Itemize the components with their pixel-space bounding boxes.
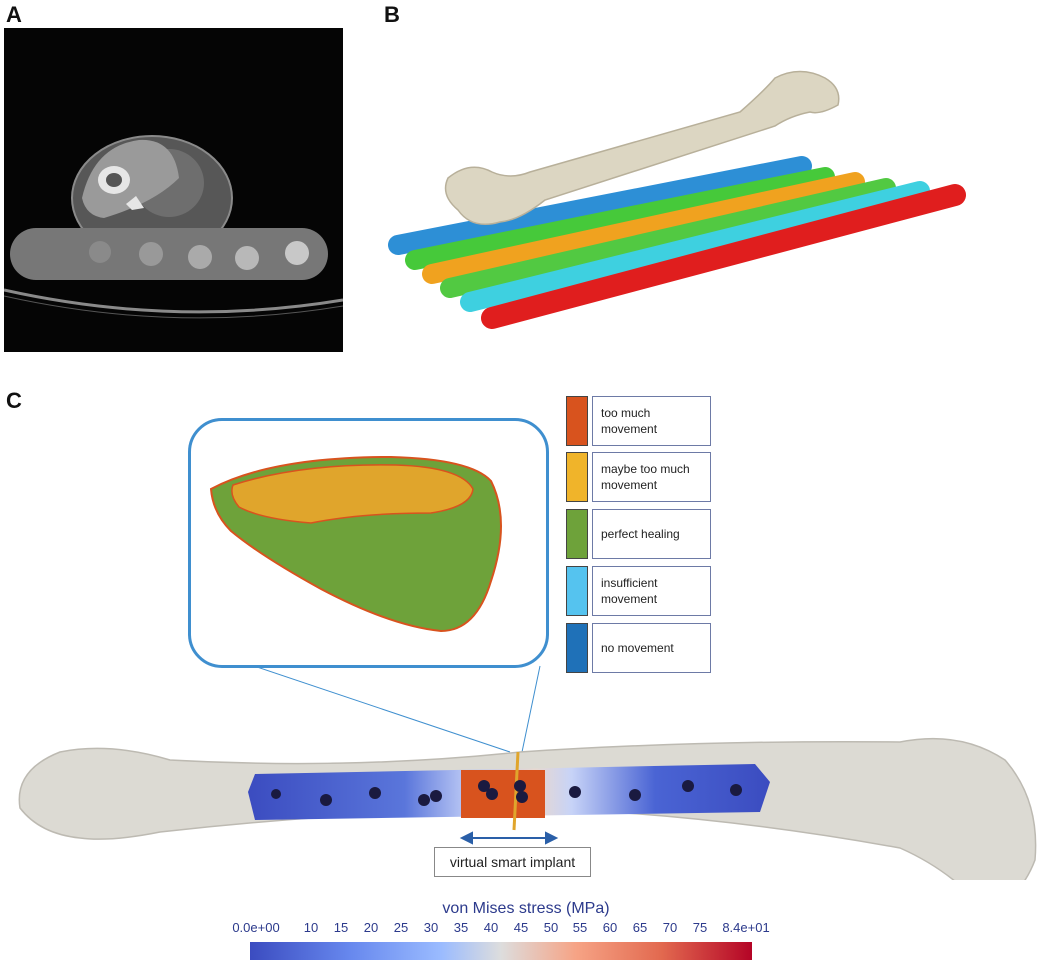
legend-swatch <box>566 566 588 616</box>
colorbar-tick: 10 <box>303 920 319 935</box>
colorbar-tick: 50 <box>543 920 559 935</box>
legend-item-perfect: perfect healing <box>566 509 711 559</box>
legend-label: insufficient movement <box>592 566 711 616</box>
legend-swatch <box>566 396 588 446</box>
legend-label: too much movement <box>592 396 711 446</box>
implant-label: virtual smart implant <box>434 847 591 877</box>
panel-label-c: C <box>6 388 22 413</box>
calibration-rods <box>388 156 966 329</box>
colorbar-tick: 40 <box>483 920 499 935</box>
colorbar-tick: 20 <box>363 920 379 935</box>
legend-label: perfect healing <box>592 509 711 559</box>
panel-label-b: B <box>384 2 400 27</box>
fracture-gap <box>512 751 520 831</box>
colorbar-tick: 8.4e+01 <box>722 920 770 935</box>
colorbar-tick: 75 <box>692 920 708 935</box>
legend-label: no movement <box>592 623 711 673</box>
legend-item-none: no movement <box>566 623 711 673</box>
colorbar-tick: 70 <box>662 920 678 935</box>
legend-item-insufficient: insufficient movement <box>566 566 711 616</box>
legend-label: maybe too much movement <box>592 452 711 502</box>
legend-swatch <box>566 623 588 673</box>
callus-cross-section <box>209 455 502 633</box>
legend-swatch <box>566 509 588 559</box>
colorbar-tick: 35 <box>453 920 469 935</box>
colorbar-tick: 0.0e+00 <box>232 920 280 935</box>
colorbar-tick: 60 <box>602 920 618 935</box>
colorbar-tick: 45 <box>513 920 529 935</box>
callus-inset-frame <box>188 418 549 668</box>
legend-swatch <box>566 452 588 502</box>
smart-implant-region <box>461 770 545 818</box>
bone-and-calibration-rods <box>388 70 966 329</box>
colorbar-tick: 25 <box>393 920 409 935</box>
colorbar-tick: 15 <box>333 920 349 935</box>
ct-scan-image <box>3 28 344 352</box>
colorbar-tick: 65 <box>632 920 648 935</box>
legend-item-too-much: too much movement <box>566 396 711 446</box>
colorbar-tick: 30 <box>423 920 439 935</box>
legend-item-maybe-too-much: maybe too much movement <box>566 452 711 502</box>
colorbar-title: von Mises stress (MPa) <box>442 900 610 917</box>
ct-scan-graphic <box>3 135 344 319</box>
femur-model <box>444 70 840 225</box>
panel-label-a: A <box>6 2 22 27</box>
stress-colorbar <box>250 942 752 960</box>
implant-span-arrow <box>459 831 559 845</box>
bone-with-implant <box>18 737 1037 880</box>
colorbar-tick: 55 <box>572 920 588 935</box>
screw-holes <box>271 780 742 806</box>
